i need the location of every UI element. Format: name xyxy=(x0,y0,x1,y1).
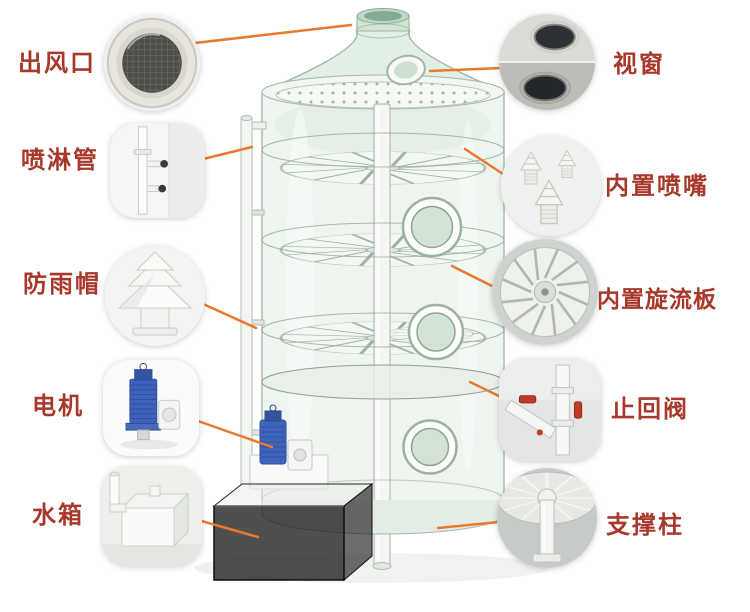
porthole-top xyxy=(386,54,426,86)
sight-window-graphic xyxy=(499,14,595,110)
air-outlet-graphic xyxy=(104,15,200,111)
label-support-column: 支撑柱 xyxy=(606,512,684,539)
photo-sight-window xyxy=(499,14,595,110)
label-motor: 电机 xyxy=(32,393,84,420)
spray-pipe-graphic xyxy=(110,123,205,218)
porthole-1 xyxy=(401,196,463,258)
photo-support-column xyxy=(497,468,597,568)
photo-spray-pipe xyxy=(110,123,205,218)
porthole-3 xyxy=(402,419,458,475)
label-spray-pipe: 喷淋管 xyxy=(21,147,99,174)
photo-built-in-nozzle xyxy=(501,136,601,236)
water-tank-graphic xyxy=(102,466,202,566)
label-rain-cap: 防雨帽 xyxy=(23,271,101,298)
swirl-plate-graphic xyxy=(492,239,598,345)
label-sight-window: 视窗 xyxy=(613,51,665,78)
label-water-tank: 水箱 xyxy=(32,502,84,529)
label-check-valve: 止回阀 xyxy=(611,396,689,423)
label-built-in-nozzle: 内置喷嘴 xyxy=(605,173,709,200)
rain-cap-graphic xyxy=(105,246,205,346)
label-built-in-swirl-plate: 内置旋流板 xyxy=(597,286,717,312)
photo-air-outlet xyxy=(104,15,200,111)
check-valve-graphic xyxy=(499,359,601,461)
photo-rain-cap xyxy=(105,246,205,346)
photo-water-tank xyxy=(102,466,202,566)
photo-motor xyxy=(103,360,199,456)
motor-graphic xyxy=(103,360,199,456)
nozzle-graphic xyxy=(501,136,601,236)
photo-built-in-swirl-plate xyxy=(492,239,598,345)
photo-check-valve xyxy=(499,359,601,461)
support-column-graphic xyxy=(497,468,597,568)
label-air-outlet: 出风口 xyxy=(18,50,96,77)
porthole-2 xyxy=(407,303,465,361)
leader-lines xyxy=(184,23,505,539)
